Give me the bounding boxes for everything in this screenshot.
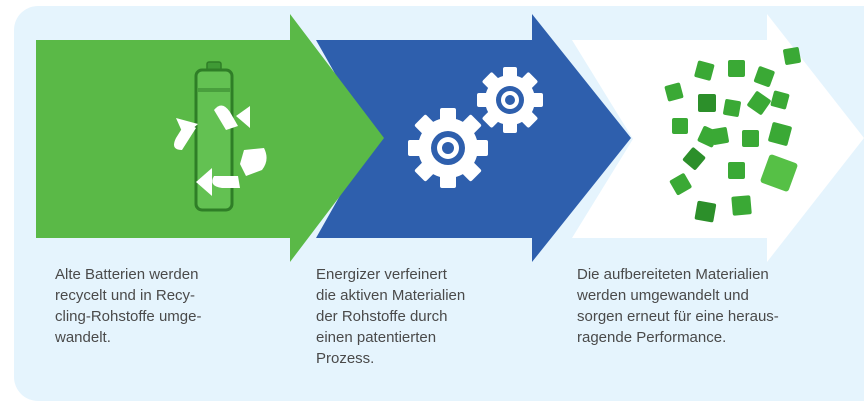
step1-caption: Alte Batterien werden recycelt und in Re… — [55, 266, 202, 346]
recycling-battery-icon — [174, 61, 267, 212]
step3-caption: Die aufbereiteten Materialien werden umg… — [577, 266, 779, 346]
gears-icon — [408, 67, 543, 188]
green-cubes-icon — [664, 47, 801, 223]
step2-caption: Energizer verfeinert die aktiven Materia… — [316, 266, 466, 367]
